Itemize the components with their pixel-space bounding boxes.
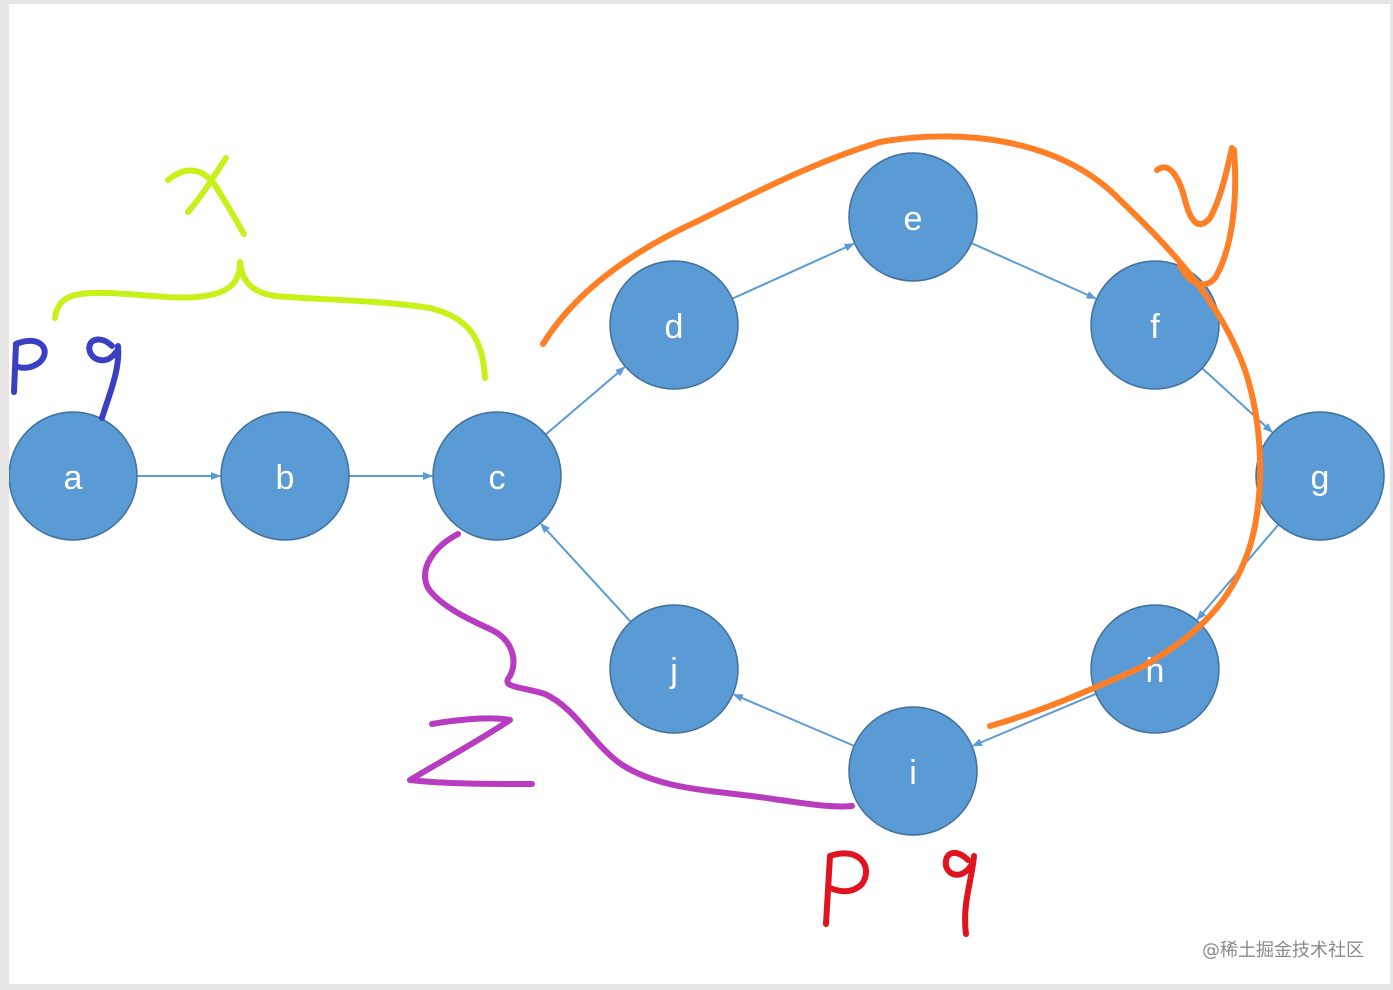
node-g: g	[1255, 411, 1385, 541]
start-pointer-q-bowl	[86, 336, 119, 364]
meet-pointers	[823, 849, 977, 937]
node-e: e	[848, 152, 978, 282]
meet-pointer-q	[942, 849, 977, 937]
x-glyph-stroke-2	[185, 155, 229, 215]
node-d: d	[609, 260, 739, 390]
start-pointer-q-stem	[99, 343, 122, 421]
edge-h-to-i	[971, 692, 1097, 747]
node-label-i: i	[909, 754, 917, 792]
node-f: f	[1090, 260, 1220, 390]
meet-pointer-q-bowl	[942, 849, 975, 878]
y-glyph	[1154, 145, 1239, 288]
watermark: @稀土掘金技术社区	[1202, 940, 1364, 961]
node-circle-a	[9, 411, 138, 541]
node-c: c	[432, 411, 562, 541]
x-glyph	[165, 155, 247, 237]
y-arc	[540, 133, 1264, 729]
node-circle-i	[848, 706, 978, 836]
meet-pointer-p-bowl	[827, 850, 869, 895]
edge-i-to-j	[732, 693, 855, 747]
node-circle-e	[848, 152, 978, 282]
node-label-j: j	[669, 652, 678, 690]
z-curve	[422, 531, 855, 810]
start-pointer-p	[11, 337, 48, 395]
meet-pointer-p	[823, 850, 869, 927]
node-circle-j	[609, 604, 739, 734]
start-pointers	[11, 336, 122, 421]
y-glyph-stroke-2	[1177, 147, 1239, 288]
node-b: b	[220, 411, 350, 541]
node-j: j	[609, 604, 739, 734]
node-label-b: b	[276, 459, 295, 497]
edges	[137, 242, 1280, 747]
edge-f-to-g	[1201, 367, 1273, 433]
y-annotation	[540, 133, 1264, 729]
node-i: i	[848, 706, 978, 836]
x-brace	[52, 259, 488, 381]
start-pointer-p-bowl	[13, 337, 48, 371]
node-circle-b	[220, 411, 350, 541]
edge-e-to-f	[971, 242, 1097, 300]
z-glyph	[407, 715, 535, 787]
node-label-f: f	[1150, 308, 1160, 346]
edge-j-to-c	[540, 523, 632, 623]
meet-pointer-q-stem	[962, 853, 977, 937]
node-circle-c	[432, 411, 562, 541]
node-label-e: e	[904, 200, 923, 238]
node-a: a	[9, 411, 138, 541]
start-pointer-q	[86, 336, 122, 421]
z-annotation	[407, 531, 855, 810]
edge-d-to-e	[731, 242, 855, 300]
node-label-d: d	[665, 308, 684, 346]
node-circle-d	[609, 260, 739, 390]
node-label-c: c	[489, 459, 506, 497]
x-annotation	[52, 155, 488, 381]
node-circle-g	[1255, 411, 1385, 541]
x-glyph-stroke-1	[165, 167, 247, 237]
y-glyph-stroke-1	[1154, 145, 1235, 227]
node-label-g: g	[1311, 459, 1330, 497]
node-label-a: a	[64, 459, 83, 497]
edge-c-to-d	[545, 366, 626, 436]
node-circle-f	[1090, 260, 1220, 390]
